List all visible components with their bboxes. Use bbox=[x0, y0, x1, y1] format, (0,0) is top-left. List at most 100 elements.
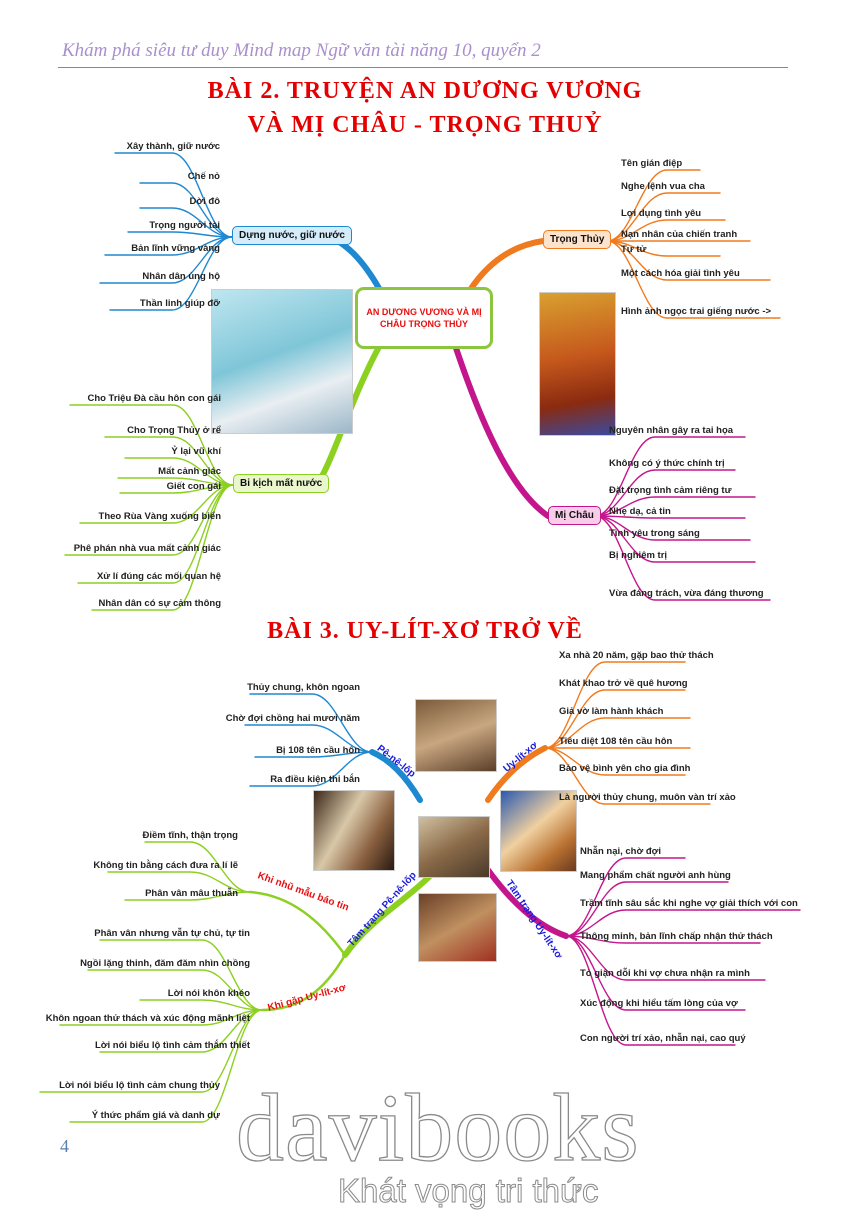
leaf-text: Chờ đợi chồng hai mươi năm bbox=[225, 713, 360, 724]
leaf-connector bbox=[565, 935, 746, 1011]
leaf-text: Một cách hóa giải tình yêu bbox=[621, 268, 740, 279]
leaf-text: Bị nghiêm trị bbox=[609, 550, 668, 561]
leaf-text: Thần linh giúp đỡ bbox=[139, 298, 220, 309]
leaf-connector bbox=[565, 857, 686, 937]
leaf-text: Lời nói biểu lộ tình cảm thắm thiết bbox=[94, 1040, 250, 1051]
leaf-text: Con người trí xảo, nhẫn nại, cao quý bbox=[580, 1033, 746, 1044]
leaf-text: Trầm tĩnh sâu sắc khi nghe vợ giải thích… bbox=[580, 898, 798, 909]
leaf-connector bbox=[565, 909, 801, 937]
leaf-text: Theo Rùa Vàng xuống biển bbox=[98, 511, 221, 522]
an-duong-vuong-illustration bbox=[211, 289, 353, 434]
header-divider bbox=[58, 67, 788, 68]
leaf-text: Khôn ngoan thử thách và xúc động mãnh li… bbox=[45, 1013, 250, 1024]
watermark-slogan: Khát vọng tri thức bbox=[338, 1172, 600, 1210]
leaf-text: Không có ý thức chính trị bbox=[609, 458, 725, 469]
main-branch bbox=[485, 867, 569, 939]
leaf-text: Phân vân nhưng vẫn tự chủ, tự tin bbox=[94, 928, 250, 939]
leaf-connector bbox=[565, 935, 736, 1046]
leaf-connector bbox=[594, 515, 771, 601]
lesson3-title: BÀI 3. UY-LÍT-XƠ TRỞ VỀ bbox=[267, 618, 583, 644]
leaf-connector bbox=[606, 219, 726, 242]
leaf-connector bbox=[59, 1009, 263, 1026]
main-branch bbox=[369, 749, 423, 803]
leaf-text: Nhân dân có sự cảm thông bbox=[98, 598, 221, 609]
leaf-connector bbox=[127, 231, 233, 238]
leaf-connector bbox=[565, 935, 761, 944]
leaf-connector bbox=[594, 515, 756, 563]
leaf-connector bbox=[606, 240, 721, 257]
page-number: 4 bbox=[60, 1136, 69, 1156]
painting-illustration-4 bbox=[418, 893, 497, 962]
leaf-connector bbox=[544, 661, 686, 749]
leaf-connector bbox=[69, 404, 234, 486]
leaf-connector bbox=[104, 436, 234, 486]
leaf-connector bbox=[594, 496, 756, 517]
leaf-text: Tên gián điệp bbox=[621, 158, 683, 169]
leaf-connector bbox=[594, 436, 746, 517]
leaf-connector bbox=[544, 747, 711, 805]
main-branch bbox=[485, 745, 548, 803]
leaf-text: Lời nói biểu lộ tình cảm chung thủy bbox=[59, 1080, 220, 1091]
leaf-connector bbox=[139, 207, 233, 238]
leaf-connector bbox=[249, 693, 373, 753]
leaf-connector bbox=[606, 192, 721, 242]
leaf-text: Nhẫn nại, chờ đợi bbox=[580, 846, 662, 857]
leaf-text: Xa nhà 20 năm, gặp bao thử thách bbox=[559, 650, 714, 661]
running-header: Khám phá siêu tư duy Mind map Ngữ văn tà… bbox=[62, 40, 541, 61]
main-branch bbox=[330, 235, 383, 293]
leaf-connector bbox=[544, 717, 691, 749]
watermark-brand: davibooks bbox=[235, 1074, 640, 1181]
leaf-text: Thủy chung, khôn ngoan bbox=[247, 682, 360, 693]
leaf-text: Cho Triệu Đà cầu hôn con gái bbox=[87, 393, 221, 404]
book-cover-illustration bbox=[539, 292, 616, 436]
leaf-text: Không tin bằng cách đưa ra lí lẽ bbox=[93, 860, 238, 871]
leaf-text: Thông minh, bản lĩnh chấp nhận thử thách bbox=[580, 931, 773, 942]
leaf-text: Trọng người tài bbox=[149, 220, 220, 231]
leaf-connector bbox=[77, 484, 234, 584]
leaf-text: Ý thức phẩm giá và danh dự bbox=[91, 1110, 220, 1121]
leaf-text: Chế nỏ bbox=[187, 171, 220, 182]
leaf-text: Cho Trọng Thủy ở rể bbox=[127, 425, 221, 436]
leaf-connector bbox=[565, 935, 766, 981]
leaf-text: Khát khao trở về quê hương bbox=[559, 678, 688, 689]
leaf-text: Lời nói khôn khéo bbox=[167, 988, 250, 999]
leaf-text: Phân vân mâu thuẫn bbox=[145, 888, 238, 899]
leaf-connector bbox=[565, 881, 729, 937]
trojan-horse-illustration bbox=[418, 816, 490, 878]
leaf-connector bbox=[104, 236, 233, 256]
leaf-text: Mất cảnh giác bbox=[158, 466, 221, 477]
leaf-connector bbox=[606, 240, 781, 319]
main-branch bbox=[467, 238, 546, 293]
leaf-text: Mang phẩm chất người anh hùng bbox=[580, 870, 731, 881]
leaf-text: Dời đô bbox=[189, 196, 221, 207]
branch-node-dung-nuoc: Dựng nước, giữ nước bbox=[232, 226, 352, 245]
main-branch bbox=[342, 873, 433, 958]
lesson2-title-line2: VÀ MỊ CHÂU - TRỌNG THUỶ bbox=[247, 112, 603, 138]
lesson2-title-line1: BÀI 2. TRUYỆN AN DƯƠNG VƯƠNG bbox=[207, 78, 643, 104]
branch-node-trong-thuy: Trọng Thủy bbox=[543, 230, 612, 249]
leaf-text: Nguyên nhân gây ra tai họa bbox=[609, 425, 734, 436]
leaf-connector bbox=[99, 939, 263, 1011]
painting-illustration-2 bbox=[313, 790, 395, 871]
leaf-text: Lợi dụng tình yêu bbox=[621, 208, 702, 219]
leaf-text: Phê phán nhà vua mất cảnh giác bbox=[73, 543, 221, 554]
leaf-text: Xúc động khi hiểu tấm lòng của vợ bbox=[580, 998, 738, 1009]
leaf-text: Đặt trọng tình cảm riêng tư bbox=[609, 485, 732, 496]
sub-branch bbox=[260, 953, 347, 1012]
leaf-text: Bảo vệ bình yên cho gia đình bbox=[559, 763, 691, 774]
leaf-connector bbox=[544, 689, 686, 749]
leaf-connector bbox=[99, 1009, 263, 1053]
leaf-connector bbox=[594, 515, 751, 541]
leaf-text: Bản lĩnh vững vàng bbox=[131, 243, 220, 254]
leaf-text: Ngồi lặng thinh, đăm đăm nhìn chồng bbox=[80, 958, 250, 969]
leaf-connector bbox=[91, 484, 234, 611]
leaf-connector bbox=[244, 724, 373, 753]
leaf-connector bbox=[139, 999, 263, 1011]
leaf-text: Ỷ lại vũ khí bbox=[171, 446, 221, 457]
leaf-text: Bị 108 tên cầu hôn bbox=[276, 745, 360, 756]
leaf-text: Hình ảnh ngọc trai giếng nước -> bbox=[621, 306, 772, 317]
branch-node-mi-chau: Mị Châu bbox=[548, 506, 601, 525]
leaf-connector bbox=[139, 182, 233, 238]
leaf-connector bbox=[124, 891, 251, 901]
